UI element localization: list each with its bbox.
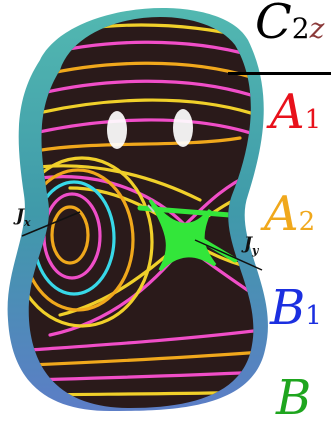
group-label: C2z	[255, 0, 324, 50]
irrep-b2-label: B	[276, 370, 311, 426]
highlight-right	[173, 109, 193, 147]
highlight-left	[107, 111, 127, 149]
irrep-a2-label: A2	[264, 186, 315, 242]
irrep-a1-label: A1	[270, 84, 321, 140]
jy-label: Jy	[241, 234, 260, 257]
header-rule	[228, 72, 331, 75]
irrep-b1-label: B1	[270, 280, 322, 336]
